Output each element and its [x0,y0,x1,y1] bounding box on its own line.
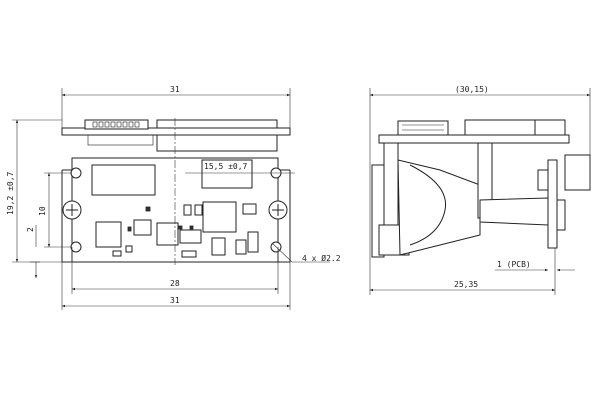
ic-6 [211,237,226,256]
connector-pins-icon [92,121,140,128]
dim-overall-length: (30,15) [455,85,489,94]
smd-2 [247,231,259,253]
top-module [156,119,278,129]
ic-1 [95,221,122,248]
screw-right-icon [268,200,288,220]
dim-height: 19,2 ±0,7 [6,171,15,215]
screw-left-icon [62,200,82,220]
dim-hole-offset: 2 [26,227,35,232]
dim-width-top: 31 [170,85,180,94]
front-view: 31 19,2 ±0,7 15,5 ±0,7 10 2 28 31 4 x Ø2… [6,85,341,310]
side-pcb [378,134,570,144]
ic-2 [133,219,152,236]
side-module [464,119,536,136]
lens-barrel [397,159,481,256]
top-connector [84,119,149,130]
ic-3 [156,222,179,246]
dim-width-bottom: 31 [170,296,180,305]
dim-pcb-thickness: 1 (PCB) [497,260,531,269]
holes-callout: 4 x Ø2.2 [302,253,341,263]
side-connector [397,120,449,136]
smd-3 [235,239,247,255]
rear-pcb [547,159,558,249]
mount-hole [70,167,82,179]
front-bracket [383,142,399,236]
ic-5 [179,229,202,244]
dim-body-length: 25,35 [454,280,478,289]
emitter-tube [479,197,549,226]
side-view: (30,15) 1 (PCB) 25,35 [369,85,591,295]
dim-offset: 15,5 ±0,7 [204,162,248,171]
smd-1 [242,203,257,215]
dim-hole-spacing-v: 10 [38,206,47,216]
module-underside [156,134,278,152]
mount-hole [70,241,82,253]
dim-hole-spacing-h: 28 [170,279,180,288]
chip-module [91,164,156,196]
label-box [201,159,253,189]
ic-4 [202,201,237,233]
